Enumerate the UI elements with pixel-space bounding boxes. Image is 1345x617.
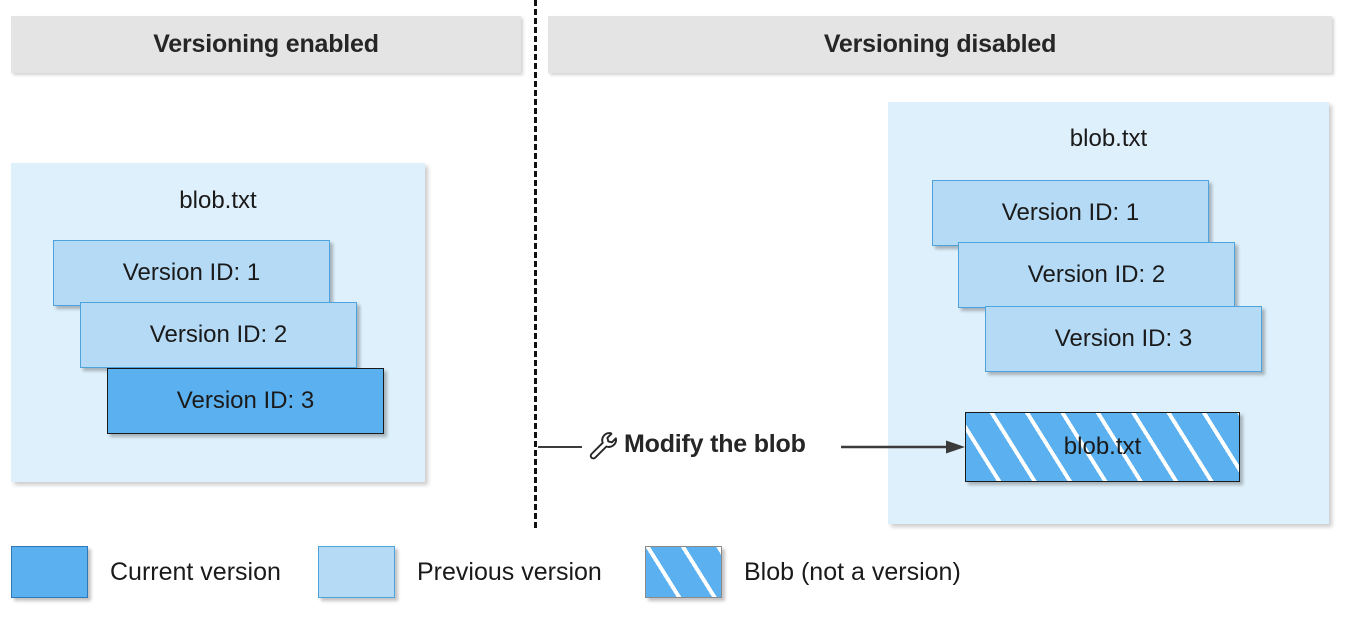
right-version-box-1-label: Version ID: 1 <box>1001 199 1140 226</box>
left-panel-blob-name: blob.txt <box>179 187 257 214</box>
connector-stub-line <box>538 446 582 448</box>
legend-label-current-version: Current version <box>110 557 281 586</box>
column-header-left-label: Versioning enabled <box>153 30 379 58</box>
right-version-box-3-label: Version ID: 3 <box>1054 325 1193 352</box>
right-panel-blob-name: blob.txt <box>1069 125 1148 152</box>
right-version-box-2-label: Version ID: 2 <box>1027 261 1166 288</box>
column-header-versioning-enabled: Versioning enabled <box>11 16 521 73</box>
left-version-box-3-label: Version ID: 3 <box>176 387 315 414</box>
legend: Current version Previous version Blob (n… <box>0 540 1345 610</box>
column-header-versioning-disabled: Versioning disabled <box>548 16 1332 73</box>
left-version-box-1: Version ID: 1 <box>53 240 330 306</box>
vertical-dashed-divider <box>534 0 537 528</box>
right-blob-box-not-a-version: blob.txt <box>965 412 1240 482</box>
left-version-box-2: Version ID: 2 <box>80 302 357 368</box>
left-version-box-1-label: Version ID: 1 <box>122 259 261 286</box>
legend-swatch-previous-version <box>318 546 395 598</box>
modify-the-blob-connector: Modify the blob <box>534 426 969 468</box>
right-version-box-2: Version ID: 2 <box>958 242 1235 308</box>
modify-the-blob-label: Modify the blob <box>624 430 806 458</box>
legend-label-blob-not-a-version: Blob (not a version) <box>744 557 961 586</box>
column-header-right-label: Versioning disabled <box>823 30 1057 58</box>
right-version-box-1: Version ID: 1 <box>932 180 1209 246</box>
right-blob-box-label: blob.txt <box>1063 433 1142 460</box>
legend-swatch-current-version <box>11 546 88 598</box>
arrow-right-icon <box>841 440 965 454</box>
legend-swatch-blob-not-a-version <box>645 546 722 598</box>
left-version-box-3-current: Version ID: 3 <box>107 368 384 434</box>
left-version-box-2-label: Version ID: 2 <box>149 321 288 348</box>
panel-versioning-disabled: blob.txt Version ID: 1 Version ID: 2 Ver… <box>888 102 1329 524</box>
legend-item-previous-version: Previous version <box>318 546 602 598</box>
legend-item-current-version: Current version <box>11 546 281 598</box>
right-version-box-3: Version ID: 3 <box>985 306 1262 372</box>
legend-label-previous-version: Previous version <box>417 557 602 586</box>
legend-item-blob-not-a-version: Blob (not a version) <box>645 546 961 598</box>
wrench-icon <box>589 432 617 460</box>
panel-versioning-enabled: blob.txt Version ID: 1 Version ID: 2 Ver… <box>11 163 425 482</box>
